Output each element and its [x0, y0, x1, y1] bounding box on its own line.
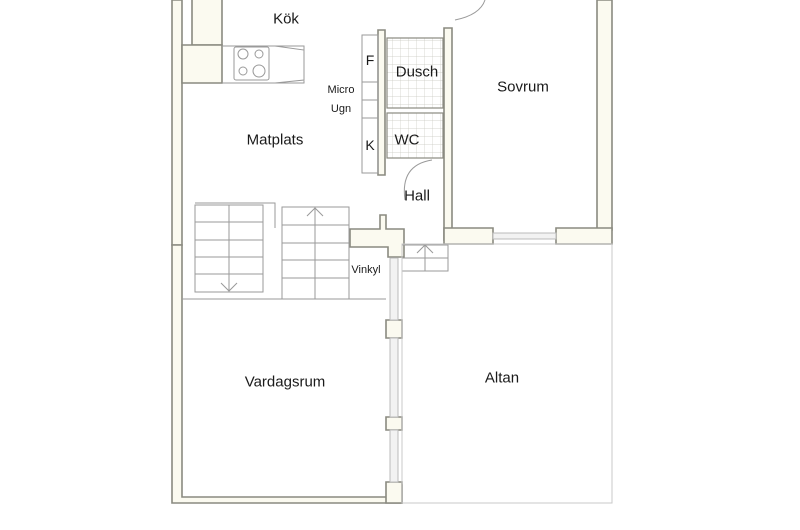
kitchen-counter-extension — [222, 45, 305, 84]
wall-sovrum-right — [596, 0, 613, 231]
room-label-wc: WC — [394, 131, 420, 149]
window-vinkyl-1 — [389, 257, 399, 321]
wall-bath-right — [443, 27, 453, 241]
wall-pillar-3 — [385, 481, 403, 504]
door-arc — [403, 159, 433, 201]
label-freezer: K — [365, 137, 375, 153]
room-label-matplats: Matplats — [246, 131, 304, 149]
room-label-hall: Hall — [404, 187, 430, 205]
wall-sovrum-bottom-right — [555, 227, 613, 245]
appliance-column — [361, 34, 379, 174]
stove — [233, 46, 270, 81]
window-vinkyl-2 — [389, 337, 399, 418]
room-label-sovrum: Sovrum — [497, 78, 549, 96]
room-label-kok: Kök — [273, 10, 299, 28]
wall-bath-left — [377, 29, 386, 176]
wall-pillar-2 — [385, 416, 403, 431]
wall-kitchen-stub — [191, 0, 223, 46]
door-arc-top — [454, 0, 486, 21]
room-label-altan: Altan — [484, 369, 520, 387]
label-micro: Micro — [327, 84, 355, 96]
label-fridge: F — [365, 52, 375, 68]
window-vinkyl-3 — [389, 429, 399, 483]
label-ugn: Ugn — [330, 103, 352, 115]
dusch-tiles — [386, 37, 444, 109]
window-sovrum — [492, 232, 557, 240]
wc-tiles — [386, 112, 444, 159]
wall-left-upper — [171, 0, 183, 246]
label-vinkyl: Vinkyl — [351, 264, 381, 276]
wall-sovrum-bottom-left — [443, 227, 494, 245]
wall-pillar-1 — [385, 319, 403, 339]
room-label-vardagsrum: Vardagsrum — [244, 373, 326, 391]
wall-kitchen-counter — [181, 44, 223, 84]
altan-outline — [401, 243, 613, 504]
wall-hall-stub — [349, 214, 405, 258]
room-label-dusch: Dusch — [395, 63, 439, 81]
